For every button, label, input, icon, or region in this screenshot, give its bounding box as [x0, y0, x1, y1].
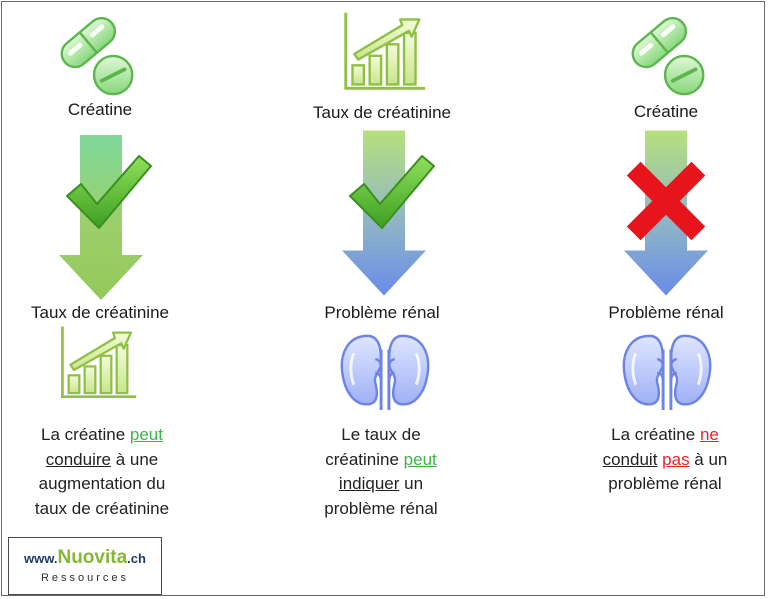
column-creatine-to-level: Créatine Taux de créatinine La créatine …	[2, 2, 252, 522]
description-run: conduit	[602, 449, 658, 469]
kidneys-icon	[337, 332, 433, 410]
nuovita-logo[interactable]: www.Nuovita.ch Ressources	[8, 537, 162, 595]
description: La créatine peut conduire à une augmentati…	[12, 423, 192, 521]
pills-icon	[621, 12, 711, 98]
description-run: peut	[129, 425, 163, 444]
description-run: taux de créatinine	[34, 498, 170, 518]
growth-chart-icon	[341, 8, 427, 94]
description-run: La créatine	[41, 425, 130, 444]
description-run: problème rénal	[608, 474, 722, 493]
logo-tld: .ch	[127, 551, 146, 566]
check-icon	[62, 152, 154, 232]
description-run: pas	[662, 449, 690, 469]
bottom-label: Problème rénal	[324, 303, 440, 322]
column-creatine-no-kidney: Créatine Problème rénal La créatine ne co…	[539, 2, 768, 522]
description-run: problème rénal	[324, 498, 438, 518]
top-label: Créatine	[67, 100, 133, 119]
description-run: La créatine	[611, 425, 700, 444]
pills-icon	[50, 12, 140, 98]
check-icon	[346, 152, 436, 232]
logo-www: www.	[24, 551, 58, 566]
bottom-label: Taux de créatinine	[31, 303, 169, 322]
description-run: indiquer	[338, 474, 400, 493]
description-run: créatinine	[325, 449, 404, 469]
cross-icon	[617, 152, 715, 250]
bottom-label: Problème rénal	[608, 303, 724, 322]
column-level-to-kidney: Taux de créatinine Problème rénal Le tau…	[259, 2, 509, 522]
description-run: ne	[699, 425, 719, 444]
description-run: à une	[110, 449, 159, 469]
description-run: conduire	[45, 449, 111, 469]
logo-wordmark: www.Nuovita.ch	[9, 547, 161, 569]
description-run: un	[399, 474, 424, 493]
top-label: Taux de créatinine	[313, 103, 451, 122]
logo-subtitle: Ressources	[40, 572, 130, 584]
growth-chart-icon	[56, 322, 140, 402]
logo-brand: Nuovita	[57, 547, 128, 568]
description: La créatine ne conduit pas à un problème r…	[575, 423, 755, 497]
top-label: Créatine	[633, 102, 699, 121]
kidneys-icon	[619, 332, 715, 410]
description-run: peut	[403, 449, 437, 469]
description-run: augmentation du	[38, 474, 166, 493]
description-run: Le taux de	[341, 425, 421, 444]
description-run: à un	[689, 449, 728, 469]
